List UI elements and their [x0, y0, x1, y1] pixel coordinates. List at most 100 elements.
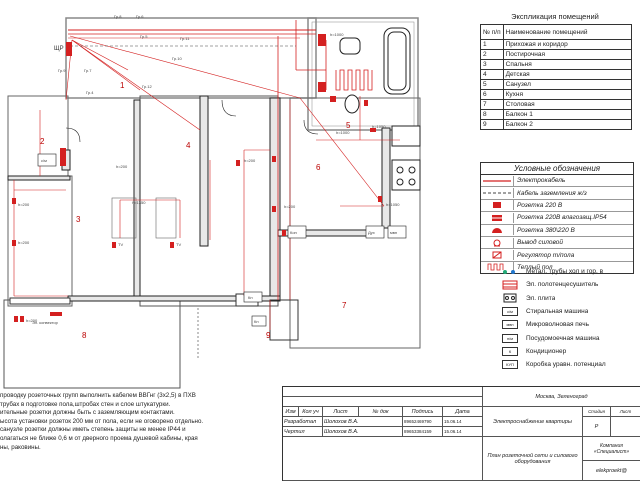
washing-machine-label: с/м — [41, 158, 47, 163]
tv-label: TV — [118, 242, 123, 247]
legend-item: мвп Микроволновая печь — [498, 318, 640, 331]
socket-waterproof-symbol-icon — [481, 212, 514, 223]
svg-text:h=200: h=200 — [244, 158, 256, 163]
svg-text:h=1350: h=1350 — [132, 200, 146, 205]
room-number: 9 — [266, 331, 271, 340]
drafter-name: Шолохов В.А. — [323, 427, 403, 437]
group-label: Гр.12 — [142, 84, 153, 89]
group-label: Гр.8 — [114, 14, 122, 19]
company-name: Компания «Специалист» — [583, 437, 640, 461]
location: Москва, Зеленоград — [483, 387, 640, 407]
legend-item: п/м Посудомоечная машина — [498, 331, 640, 344]
group-label: Гр.4 — [86, 90, 94, 95]
room-number: 3 — [76, 215, 81, 224]
appliance-boxes: с/м Дух мвп Кон Кн Кн TV TV — [37, 153, 407, 327]
legend-item: с/м Стиральная машина — [498, 305, 640, 318]
convector-note: Эл. конвектор — [32, 320, 59, 325]
legend-item: Регулятор т/пола — [481, 249, 633, 262]
room-number: 8 — [82, 331, 87, 340]
legend-item: К Кондиционер — [498, 345, 640, 358]
floor-plan: ЩР Гр.8 Гр.6 Гр.5 Гр.11 Гр.10 Гр.12 Гр.9… — [3, 14, 421, 389]
legend-title: Условные обозначения — [481, 163, 633, 175]
equipment-legend: Метал. трубы хол и гор. в Эл. полотенцес… — [498, 265, 640, 371]
walls — [3, 17, 421, 389]
legend-item: Вывод силовой — [481, 237, 633, 250]
explication-table: Экспликация помещений № п/п Наименование… — [480, 12, 633, 130]
room-numbers: 1 2 3 4 5 6 7 8 9 — [40, 81, 351, 340]
regulator-symbol-icon — [481, 250, 514, 261]
stove-icon — [498, 293, 522, 303]
group-label: Гр.10 — [172, 56, 183, 61]
group-label: Гр.5 — [140, 34, 148, 39]
room-number: 4 — [186, 141, 191, 150]
room-number: 1 — [120, 81, 125, 90]
legend-item: Теплый пол — [481, 262, 633, 273]
electrical-cables — [13, 20, 400, 330]
svg-text:h=1000: h=1000 — [336, 130, 350, 135]
equipotential-box-icon: КУП — [502, 360, 518, 370]
room-number: 7 — [342, 301, 347, 310]
socket-220-symbol-icon — [481, 200, 514, 211]
title-block: Изм Кол уч Лист № док Подпись Дата Разра… — [282, 386, 640, 481]
air-conditioner-label: Кн — [248, 295, 253, 300]
room-number: 6 — [316, 163, 321, 172]
air-conditioner-label: Кон — [290, 230, 297, 235]
company-email: elekproekt@ — [583, 461, 640, 481]
tv-label: TV — [176, 242, 181, 247]
stage-value: Р — [583, 417, 611, 437]
washing-machine-icon: с/м — [502, 307, 518, 317]
pipe-icon — [498, 267, 522, 277]
svg-text:h=1000: h=1000 — [330, 32, 344, 37]
developer-role: Разработал — [283, 417, 323, 427]
note-line: ны, раковины. — [0, 443, 41, 451]
sockets — [12, 34, 382, 322]
header-num: № п/п — [480, 24, 504, 40]
towel-dryer-icon — [498, 280, 522, 290]
developer-name: Шолохов В.А. — [323, 417, 403, 427]
power-outlet-symbol-icon — [481, 237, 514, 248]
group-label: Гр.7 — [84, 68, 92, 73]
legend-item: Электрокабель — [481, 175, 633, 188]
svg-text:h=200: h=200 — [116, 164, 128, 169]
legend: Условные обозначения Электрокабель Кабел… — [480, 162, 634, 275]
group-label: Гр.6 — [136, 14, 144, 19]
drafter-role: Чертил — [283, 427, 323, 437]
project-title: Электроснабжение квартиры — [483, 407, 583, 437]
svg-text:h=1050: h=1050 — [386, 202, 400, 207]
note-line: трубах в подготовке пола,штробах стен и … — [0, 400, 171, 408]
room-number: 5 — [346, 121, 351, 130]
svg-text:h=1050: h=1050 — [372, 124, 386, 129]
room-number: 2 — [40, 137, 45, 146]
height-marks: h=1000 h=200 h=200 h=200 h=1350 h=200 h=… — [18, 32, 400, 323]
microwave-icon: мвп — [502, 320, 518, 330]
socket-380-symbol-icon — [481, 225, 514, 236]
air-conditioner-label: Кн — [254, 319, 259, 324]
air-conditioner-icon: К — [502, 346, 518, 356]
note-line: ительные розетки должны быть с заземляющ… — [0, 409, 175, 417]
note-line: проводку розеточных групп выполнить кабе… — [0, 392, 196, 399]
floor-heating-symbol-icon — [481, 262, 514, 273]
dishwasher-icon: п/м — [502, 333, 518, 343]
notes: проводку розеточных групп выполнить кабе… — [0, 392, 282, 452]
panel-label: ЩР — [54, 46, 64, 52]
legend-item: Розетка 380\220 В — [481, 225, 633, 237]
svg-text:h=200: h=200 — [284, 204, 296, 209]
legend-item: Кабель заземления ж/з — [481, 187, 633, 200]
svg-text:h=200: h=200 — [26, 318, 38, 323]
sheet-title: План розеточной сети и силового оборудов… — [483, 437, 583, 481]
explication-title: Экспликация помещений — [511, 12, 599, 21]
note-line: ысота установки розеток 200 мм от пола, … — [0, 417, 204, 425]
legend-item: Розетка 220 В — [481, 200, 633, 213]
legend-item: Эл. плита — [498, 292, 640, 305]
legend-item: Метал. трубы хол и гор. в — [498, 265, 640, 278]
oven-label: Дух — [368, 230, 375, 235]
